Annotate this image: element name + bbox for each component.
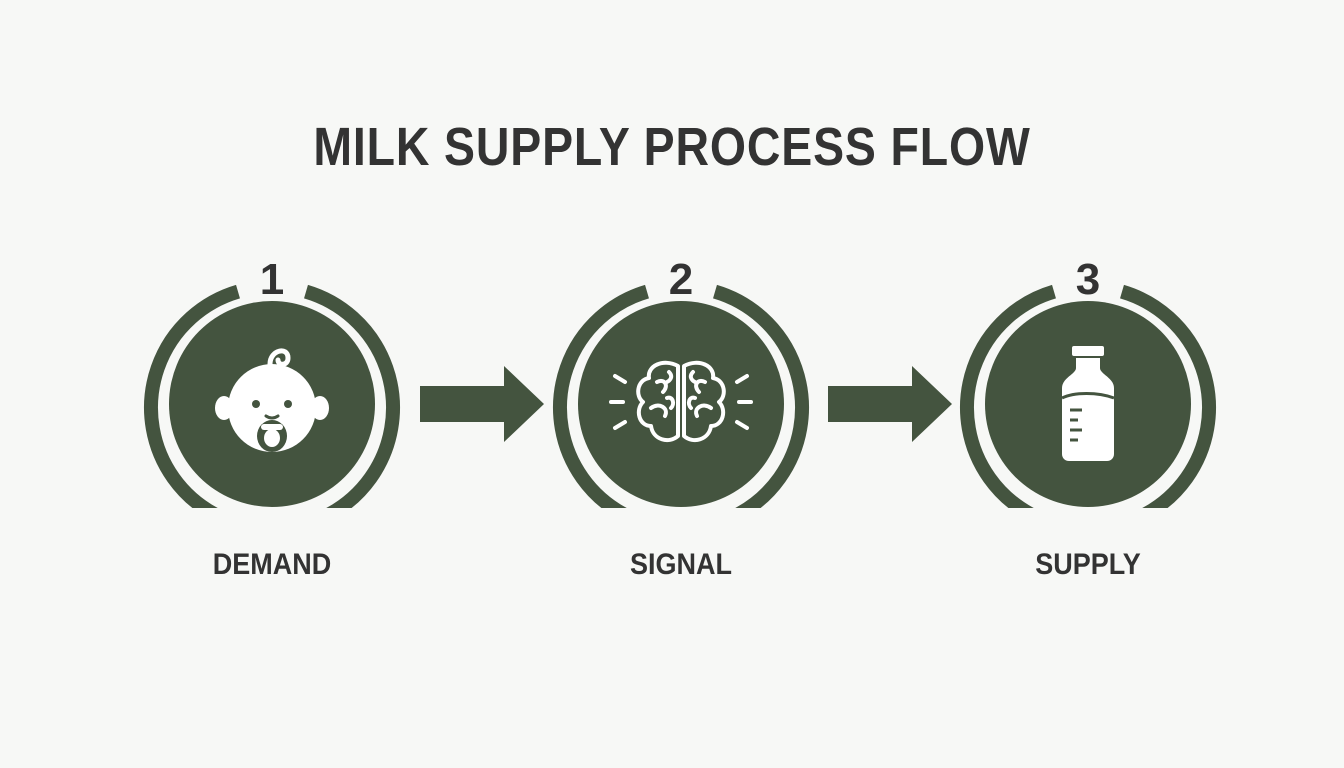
step-number: 3 bbox=[1075, 255, 1101, 304]
milk-bottle-icon bbox=[1061, 346, 1115, 461]
step-demand-badge bbox=[144, 284, 400, 508]
step-label-signal: SIGNAL bbox=[629, 548, 733, 581]
step-label-demand: DEMAND bbox=[212, 548, 332, 581]
diagram-title: MILK SUPPLY PROCESS FLOW bbox=[313, 117, 1031, 177]
brain-icon bbox=[609, 360, 753, 443]
step-number: 1 bbox=[259, 255, 285, 304]
step-supply-badge bbox=[960, 284, 1216, 508]
step-number: 2 bbox=[668, 255, 694, 304]
right-arrow-icon bbox=[420, 366, 544, 442]
step-supply: 3 bbox=[958, 258, 1218, 508]
step-label-supply: SUPPLY bbox=[1035, 548, 1141, 581]
right-arrow-icon bbox=[828, 366, 952, 442]
step-demand: 1 bbox=[142, 258, 402, 508]
baby-with-pacifier-icon bbox=[215, 348, 329, 452]
step-signal-badge bbox=[553, 284, 809, 508]
step-signal: 2 bbox=[551, 258, 811, 508]
